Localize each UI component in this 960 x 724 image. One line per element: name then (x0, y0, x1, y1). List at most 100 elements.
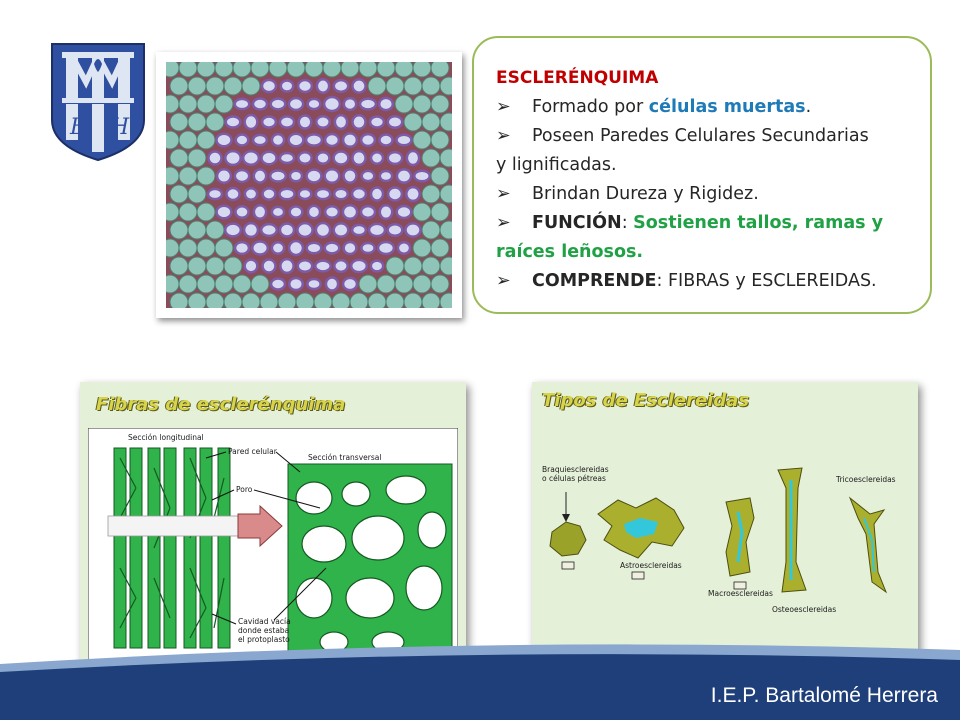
micrograph-cell (304, 133, 324, 147)
micrograph-cell (324, 276, 340, 292)
micrograph-cell (287, 132, 305, 148)
micrograph-cell (378, 133, 394, 147)
bullet-1: ➢Formado por células muertas. (496, 93, 916, 122)
micrograph-cell (395, 133, 413, 147)
micrograph-cell (439, 184, 452, 204)
micrograph-cell (404, 222, 422, 238)
fiber-lumen (385, 475, 427, 505)
micrograph-cell (413, 169, 431, 183)
micrograph-cell (196, 62, 216, 78)
micrograph-cell (322, 62, 342, 78)
micrograph-cell (306, 204, 322, 220)
micrograph-cell (350, 223, 368, 237)
svg-text:B: B (69, 115, 86, 140)
micrograph-cell (305, 241, 323, 255)
micrograph-cell (270, 132, 286, 148)
micrograph-cell (233, 97, 251, 111)
fiber-lumen (341, 481, 371, 507)
micrograph-cell (187, 292, 207, 308)
micrograph-cell (250, 62, 270, 78)
micrograph-cell (296, 221, 314, 239)
micrograph-cell (313, 292, 333, 308)
micrograph-cell (314, 187, 332, 201)
micrograph-cell (187, 148, 207, 168)
micrograph-cell (178, 166, 198, 186)
label-tricoesclereidas: Tricoesclereidas (835, 475, 896, 484)
sclereid-diagram-title: Tipos de Esclereidas (542, 390, 750, 411)
micrograph-cell (214, 274, 234, 294)
label-astroesclereidas: Astroesclereidas (620, 561, 682, 570)
micrograph-cell (196, 94, 216, 114)
micrograph-cell (234, 205, 250, 219)
micrograph-cell (378, 169, 394, 183)
label-longitudinal: Sección longitudinal (128, 433, 204, 442)
micrograph-cell (215, 132, 233, 148)
micrograph-cell (166, 238, 180, 258)
micrograph-cell (306, 277, 322, 291)
micrograph-cell (225, 186, 241, 202)
micrograph-cell (187, 184, 207, 204)
micrograph-cell (412, 202, 432, 222)
micrograph-cell (439, 292, 452, 308)
micrograph-cell (196, 202, 216, 222)
institution-name: I.E.P. Bartalomé Herrera (710, 684, 938, 707)
fiber-lumen (405, 565, 443, 611)
micrograph-cell (430, 238, 450, 258)
micrograph-cell (323, 204, 341, 220)
bullet-4: ➢FUNCIÓN: Sostienen tallos, ramas y (496, 209, 916, 238)
micrograph-cell (412, 274, 432, 294)
micrograph-cell (224, 149, 242, 167)
micrograph-cell (358, 62, 378, 78)
sclerenchyma-micrograph (156, 52, 462, 318)
micrograph-cell (405, 149, 421, 167)
micrograph-cell (430, 166, 450, 186)
micrograph-cell (251, 133, 269, 147)
fiber-lumen (351, 515, 405, 561)
micrograph-cell (305, 168, 323, 184)
micrograph-cell (333, 113, 349, 131)
micrograph-cell (259, 292, 279, 308)
micrograph-cell (341, 276, 359, 292)
micrograph-cell (242, 221, 260, 239)
micrograph-cell (178, 62, 198, 78)
micrograph-cell (214, 62, 234, 78)
arrowhead-bullet-icon: ➢ (496, 213, 511, 233)
sclereid-types-diagram: Tipos de Esclereidas Braquiesclereidas o… (532, 382, 918, 670)
micrograph-cell (233, 168, 251, 184)
arrowhead-bullet-icon: ➢ (496, 184, 511, 204)
arrowhead-bullet-icon: ➢ (496, 97, 511, 117)
micrograph-cell (232, 62, 252, 78)
micrograph-cell (205, 256, 225, 276)
bullet-2-cont: y lignificadas. (496, 155, 617, 175)
micrograph-cell (349, 292, 369, 308)
micrograph-cell (368, 115, 386, 129)
micrograph-cell (206, 187, 224, 201)
micrograph-cell (259, 222, 279, 238)
micrograph-cell (288, 169, 304, 183)
footer-band (0, 640, 960, 720)
micrograph-cell (323, 168, 341, 184)
micrograph-cell (332, 78, 350, 94)
micrograph-cell (166, 94, 180, 114)
micrograph-cell (279, 257, 295, 275)
micrograph-cell (215, 204, 233, 220)
micrograph-cell (270, 205, 286, 219)
svg-text:H: H (109, 115, 130, 140)
micrograph-cell (270, 241, 286, 255)
fibers-diagram-title: Fibras de esclerénquima (96, 394, 346, 415)
micrograph-cell (296, 258, 314, 274)
micrograph-cell (224, 115, 242, 129)
micrograph-cell (332, 187, 350, 201)
micrograph-cell (341, 132, 359, 148)
micrograph-cell (187, 220, 207, 240)
micrograph-cell (166, 130, 180, 150)
micrograph-cell (421, 112, 441, 132)
micrograph-cell (232, 274, 252, 294)
micrograph-cell (385, 292, 405, 308)
micrograph-cell (439, 220, 452, 240)
micrograph-cell (369, 151, 385, 165)
micrograph-cell (430, 130, 450, 150)
micrograph-cell (287, 239, 305, 257)
micrograph-cell (430, 62, 450, 78)
micrograph-cell (359, 132, 377, 148)
